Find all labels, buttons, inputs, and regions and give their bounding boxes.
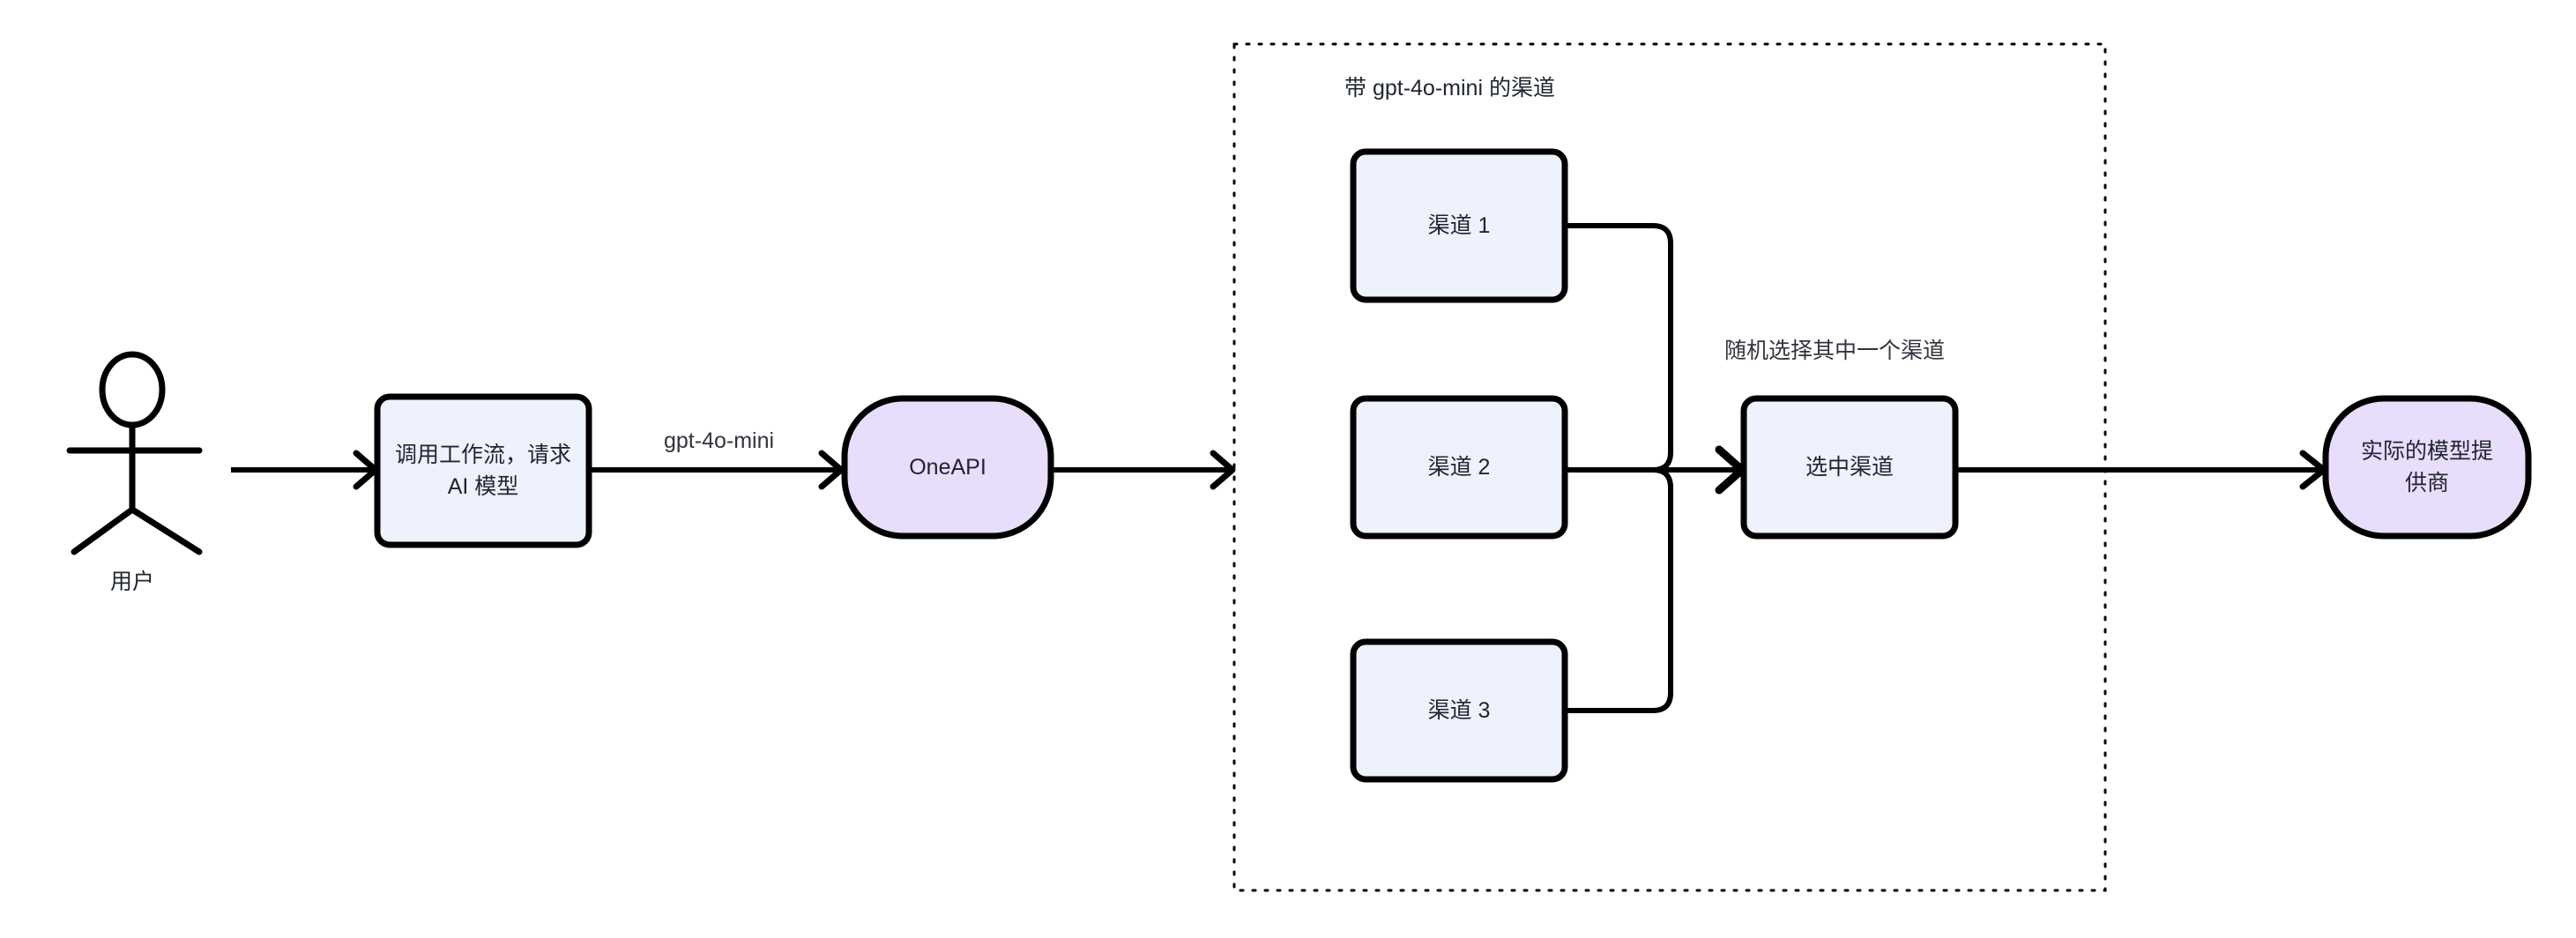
actor-left-leg-line [71, 506, 136, 555]
actor-head-icon [99, 351, 166, 428]
edge-label-random-pick: 随机选择其中一个渠道 [1724, 339, 1946, 363]
node-selected-channel[interactable] [1740, 395, 1959, 540]
edge-workflow-to-oneapi [589, 450, 845, 490]
edge-selected-to-provider [1955, 450, 2327, 490]
group-container-label: 带 gpt-4o-mini 的渠道 [1344, 76, 1555, 100]
edge-label-model-name: gpt-4o-mini [664, 428, 775, 453]
user-actor-figure [66, 351, 203, 555]
node-channel-3[interactable] [1350, 638, 1568, 783]
group-container-channels [1232, 42, 2107, 892]
node-channel-1[interactable] [1350, 148, 1568, 303]
edge-channel2-to-selected [1565, 445, 1746, 495]
edge-user-to-workflow [231, 450, 379, 490]
user-actor-label: 用户 [109, 570, 154, 594]
node-oneapi[interactable] [841, 395, 1054, 540]
edge-oneapi-to-group [1051, 450, 1236, 490]
edge-channel3-to-merge [1565, 467, 1673, 713]
node-channel-2[interactable] [1350, 395, 1568, 540]
actor-right-leg-line [129, 506, 203, 555]
edge-channel1-to-merge [1565, 223, 1673, 473]
node-workflow-call[interactable] [374, 393, 592, 548]
node-real-provider[interactable] [2322, 395, 2532, 540]
